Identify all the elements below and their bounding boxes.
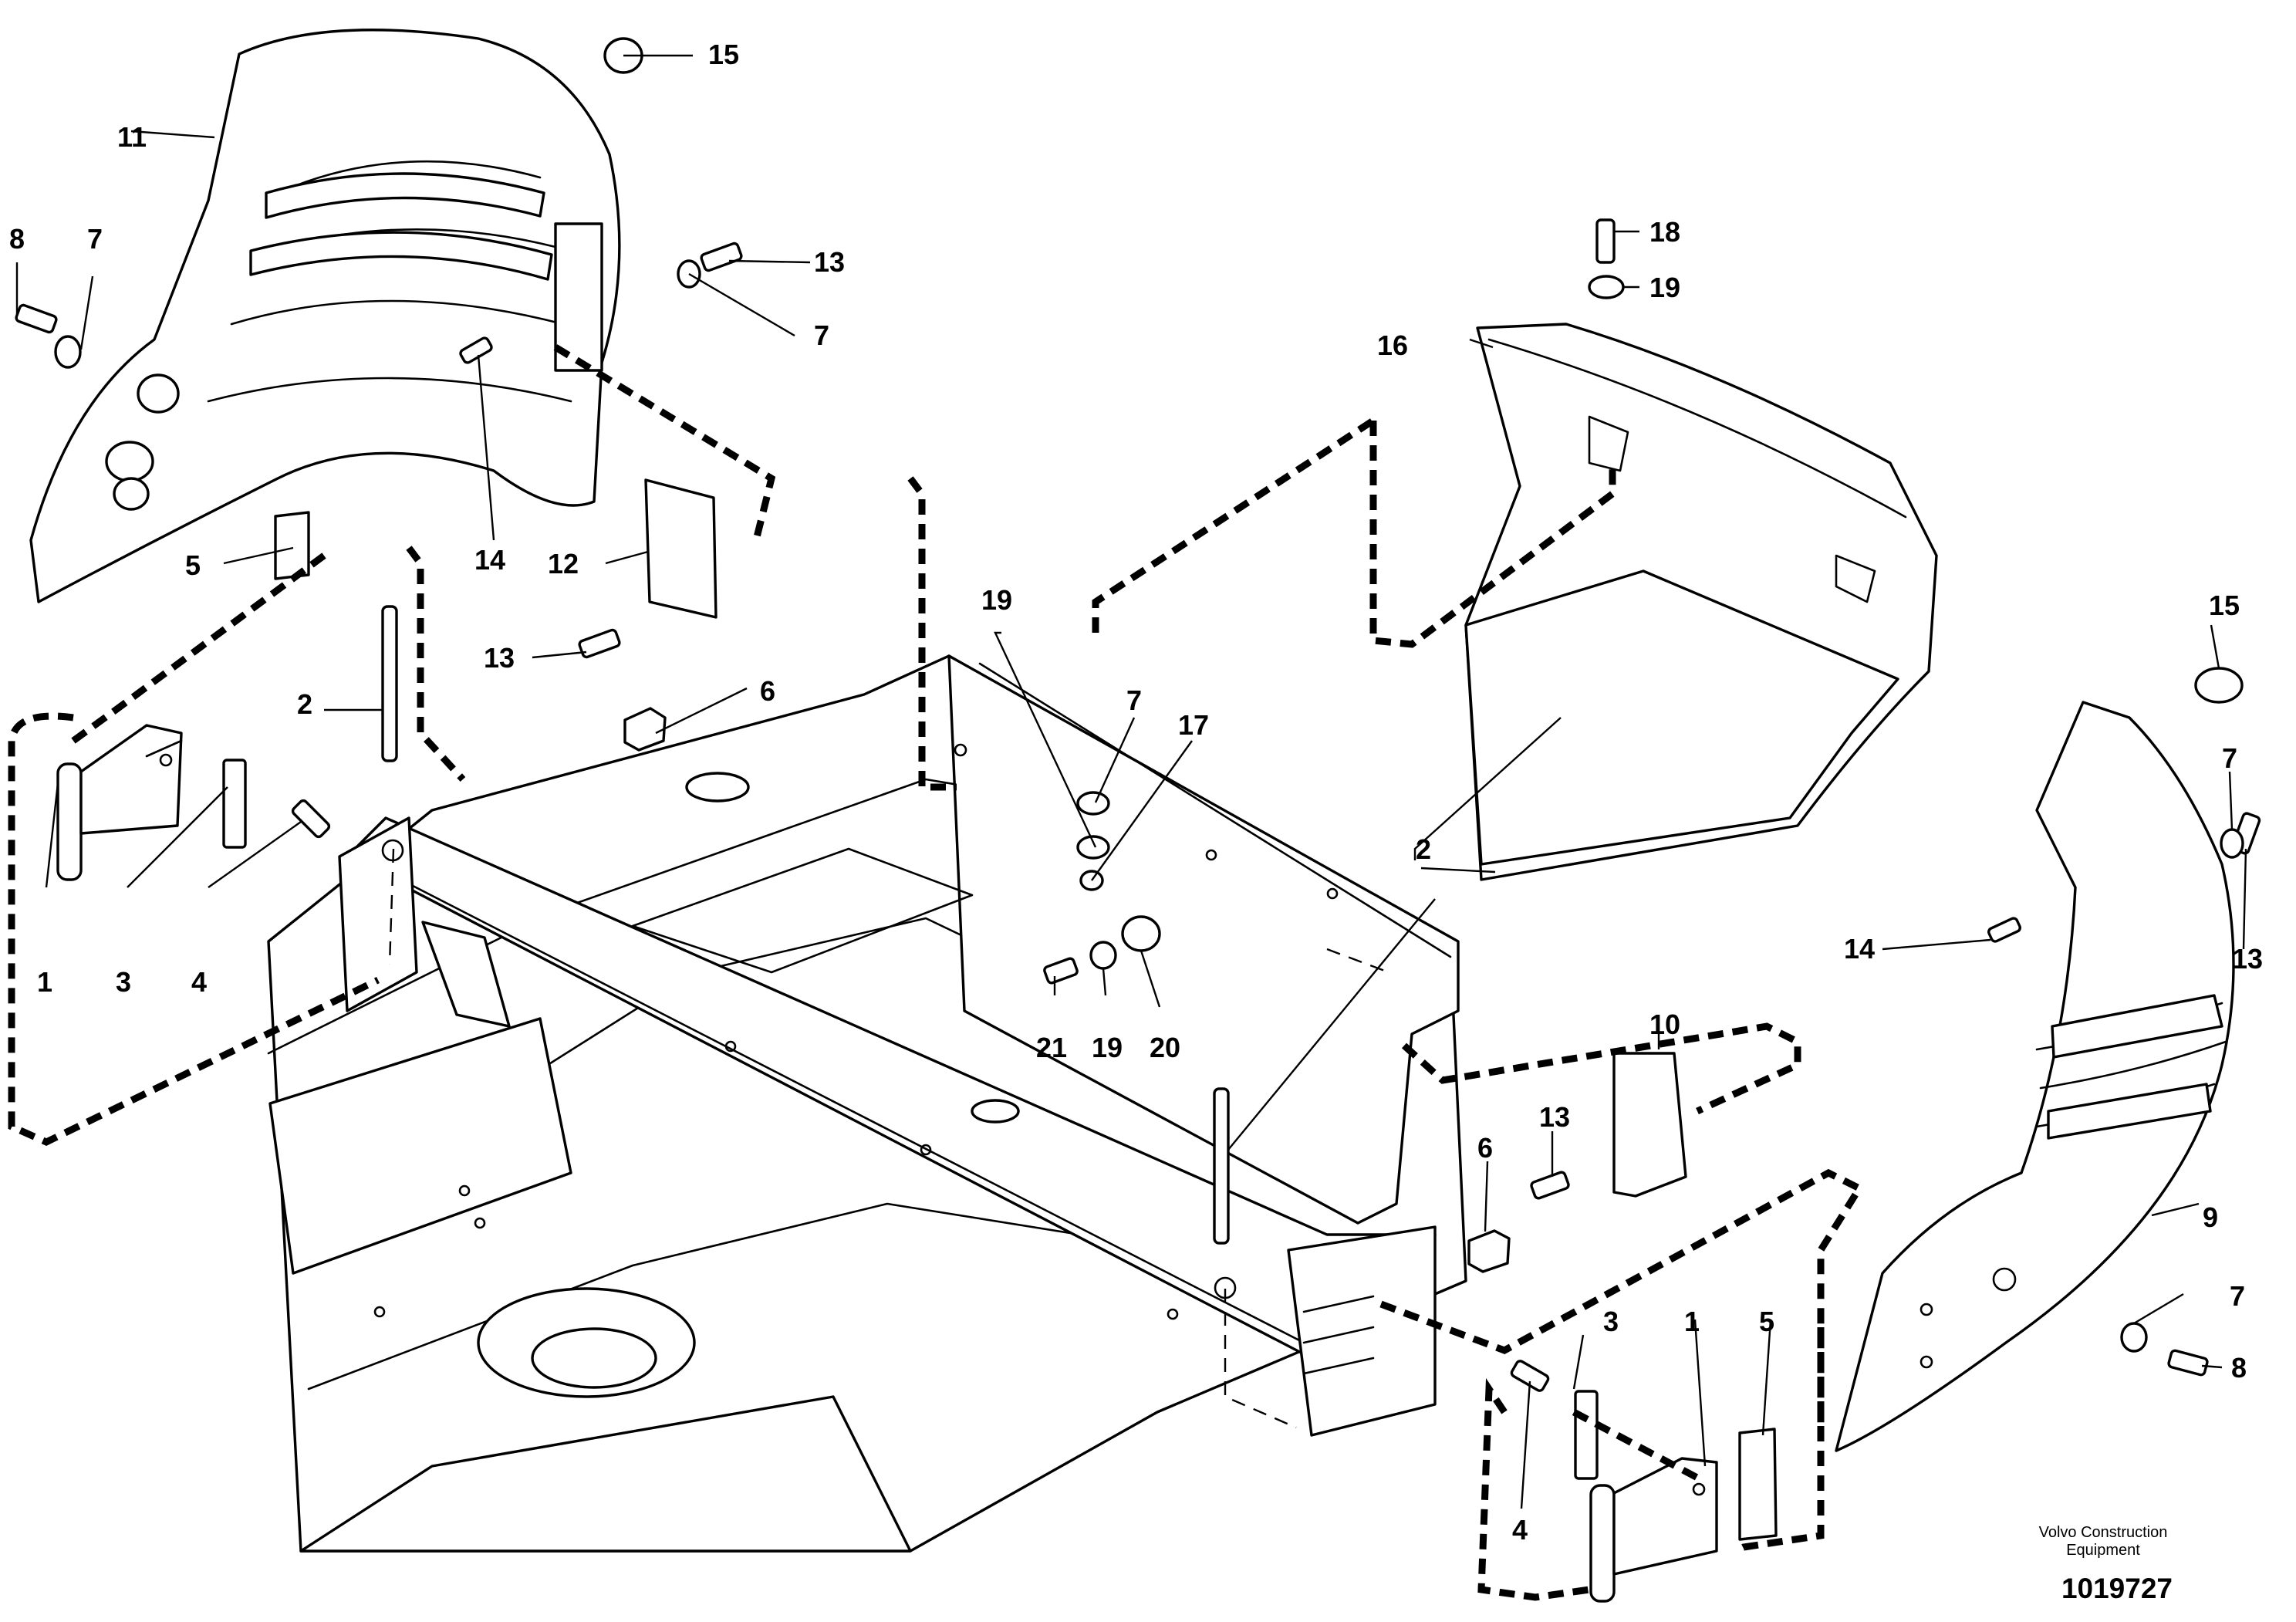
callout-7-lower-right: 7 xyxy=(2230,1280,2245,1312)
part-18-bolt xyxy=(1595,218,1616,264)
callout-15-right: 15 xyxy=(2209,590,2240,621)
part-7-center-washer xyxy=(1076,791,1110,816)
callout-6-left: 6 xyxy=(760,675,775,707)
part-13-left-bolt xyxy=(578,628,621,659)
part-12-bracket xyxy=(644,478,718,619)
part-15-right-washer xyxy=(2194,667,2244,704)
callout-8-left: 8 xyxy=(9,223,25,255)
callout-labels: 1 3 4 5 2 6 8 7 11 15 13 7 14 12 13 19 7… xyxy=(9,39,2263,1546)
part-3-right-plate xyxy=(1574,1390,1599,1480)
part-5-right-clip xyxy=(1738,1428,1778,1541)
part-13-upper-bolt xyxy=(700,242,743,272)
part-19-top-washer xyxy=(1588,275,1625,299)
callout-2-right: 2 xyxy=(1416,833,1431,865)
callout-4-left: 4 xyxy=(191,966,207,998)
part-14-right-bolt xyxy=(1987,917,2021,943)
callout-13-center: 13 xyxy=(1539,1101,1570,1133)
part-20-bushing xyxy=(1121,915,1161,952)
callout-3-right: 3 xyxy=(1603,1306,1619,1337)
callout-7-right: 7 xyxy=(2222,742,2237,774)
fasteners xyxy=(15,37,2261,1392)
callout-19-left: 19 xyxy=(981,584,1012,616)
part-11-left-side-cover xyxy=(29,29,621,603)
callout-13-left: 13 xyxy=(484,642,515,674)
callout-13-right: 13 xyxy=(2232,943,2263,975)
callout-10: 10 xyxy=(1649,1009,1680,1040)
callout-12: 12 xyxy=(548,548,579,580)
part-16-front-counterweight xyxy=(1464,323,1938,881)
callout-7-top-left: 7 xyxy=(87,223,103,255)
callout-6-right: 6 xyxy=(1477,1132,1493,1164)
part-19-left-washer xyxy=(1076,835,1110,860)
part-6-left-nut xyxy=(623,707,667,752)
callout-7-center: 7 xyxy=(1126,684,1142,716)
part-3-left-plate xyxy=(222,759,247,849)
part-1-left-hinge xyxy=(56,724,183,881)
assembly-lines xyxy=(8,344,1865,1601)
callout-1-right: 1 xyxy=(1684,1306,1700,1337)
callout-5-left: 5 xyxy=(185,549,201,581)
callout-19-top: 19 xyxy=(1649,272,1680,303)
leader-lines xyxy=(15,54,2247,1509)
part-4-left-bolt xyxy=(291,799,331,839)
callout-16: 16 xyxy=(1377,329,1408,361)
part-14-left-bolt xyxy=(459,336,493,364)
callout-4-right: 4 xyxy=(1512,1514,1528,1546)
part-13-center-bolt xyxy=(1530,1171,1570,1200)
part-1-right-hinge xyxy=(1589,1457,1718,1603)
part-7-lower-right-washer xyxy=(2120,1322,2148,1353)
callout-18: 18 xyxy=(1649,216,1680,248)
callout-14-right: 14 xyxy=(1844,933,1875,965)
part-19-center-washer xyxy=(1089,941,1117,970)
callout-9: 9 xyxy=(2203,1201,2218,1233)
callout-13-upper: 13 xyxy=(814,246,845,278)
callout-3-left: 3 xyxy=(116,966,131,998)
part-8-right-bolt xyxy=(2167,1349,2209,1377)
callout-14-left: 14 xyxy=(474,544,505,576)
callout-1-left: 1 xyxy=(37,966,52,998)
callout-2-left: 2 xyxy=(297,688,312,720)
part-9-right-rear-cover xyxy=(1835,701,2235,1452)
callout-21: 21 xyxy=(1036,1032,1067,1063)
company-caption: Volvo Construction Equipment xyxy=(2038,1524,2168,1559)
callout-11: 11 xyxy=(117,121,147,153)
part-7-top-left-washer xyxy=(54,335,82,369)
callout-8-right: 8 xyxy=(2231,1352,2247,1384)
base-frame xyxy=(267,654,1467,1553)
callout-5-right: 5 xyxy=(1759,1306,1774,1337)
callout-15-top: 15 xyxy=(708,39,739,70)
part-10-bracket xyxy=(1612,1052,1687,1198)
part-8-left-bolt xyxy=(15,303,58,334)
callout-19-center: 19 xyxy=(1092,1032,1123,1063)
part-5-left-clip xyxy=(274,511,310,580)
callout-17: 17 xyxy=(1178,709,1209,741)
callout-7-upper: 7 xyxy=(814,319,829,351)
part-4-right-bolt xyxy=(1510,1360,1550,1392)
part-6-right-nut xyxy=(1467,1229,1511,1273)
callout-20: 20 xyxy=(1150,1032,1180,1063)
part-21-bolt xyxy=(1043,957,1079,985)
part-2-pins xyxy=(381,605,1230,1245)
figure-reference-number: 1019727 xyxy=(2061,1573,2173,1604)
part-7-right-washer xyxy=(2220,828,2244,859)
